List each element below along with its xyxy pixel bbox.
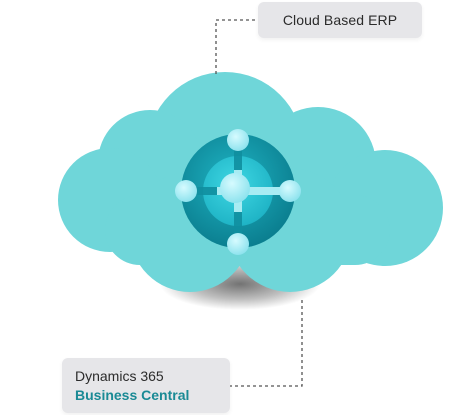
product-family-label: Dynamics 365 [75, 368, 164, 384]
connector-bottom [230, 300, 303, 387]
business-central-logo-icon [175, 129, 301, 255]
product-name-callout: Dynamics 365 Business Central [62, 358, 230, 413]
cloud-erp-label: Cloud Based ERP [282, 12, 398, 28]
product-name-label: Business Central [75, 387, 190, 403]
connector-top [215, 19, 258, 74]
cloud-erp-callout: Cloud Based ERP [258, 2, 422, 38]
